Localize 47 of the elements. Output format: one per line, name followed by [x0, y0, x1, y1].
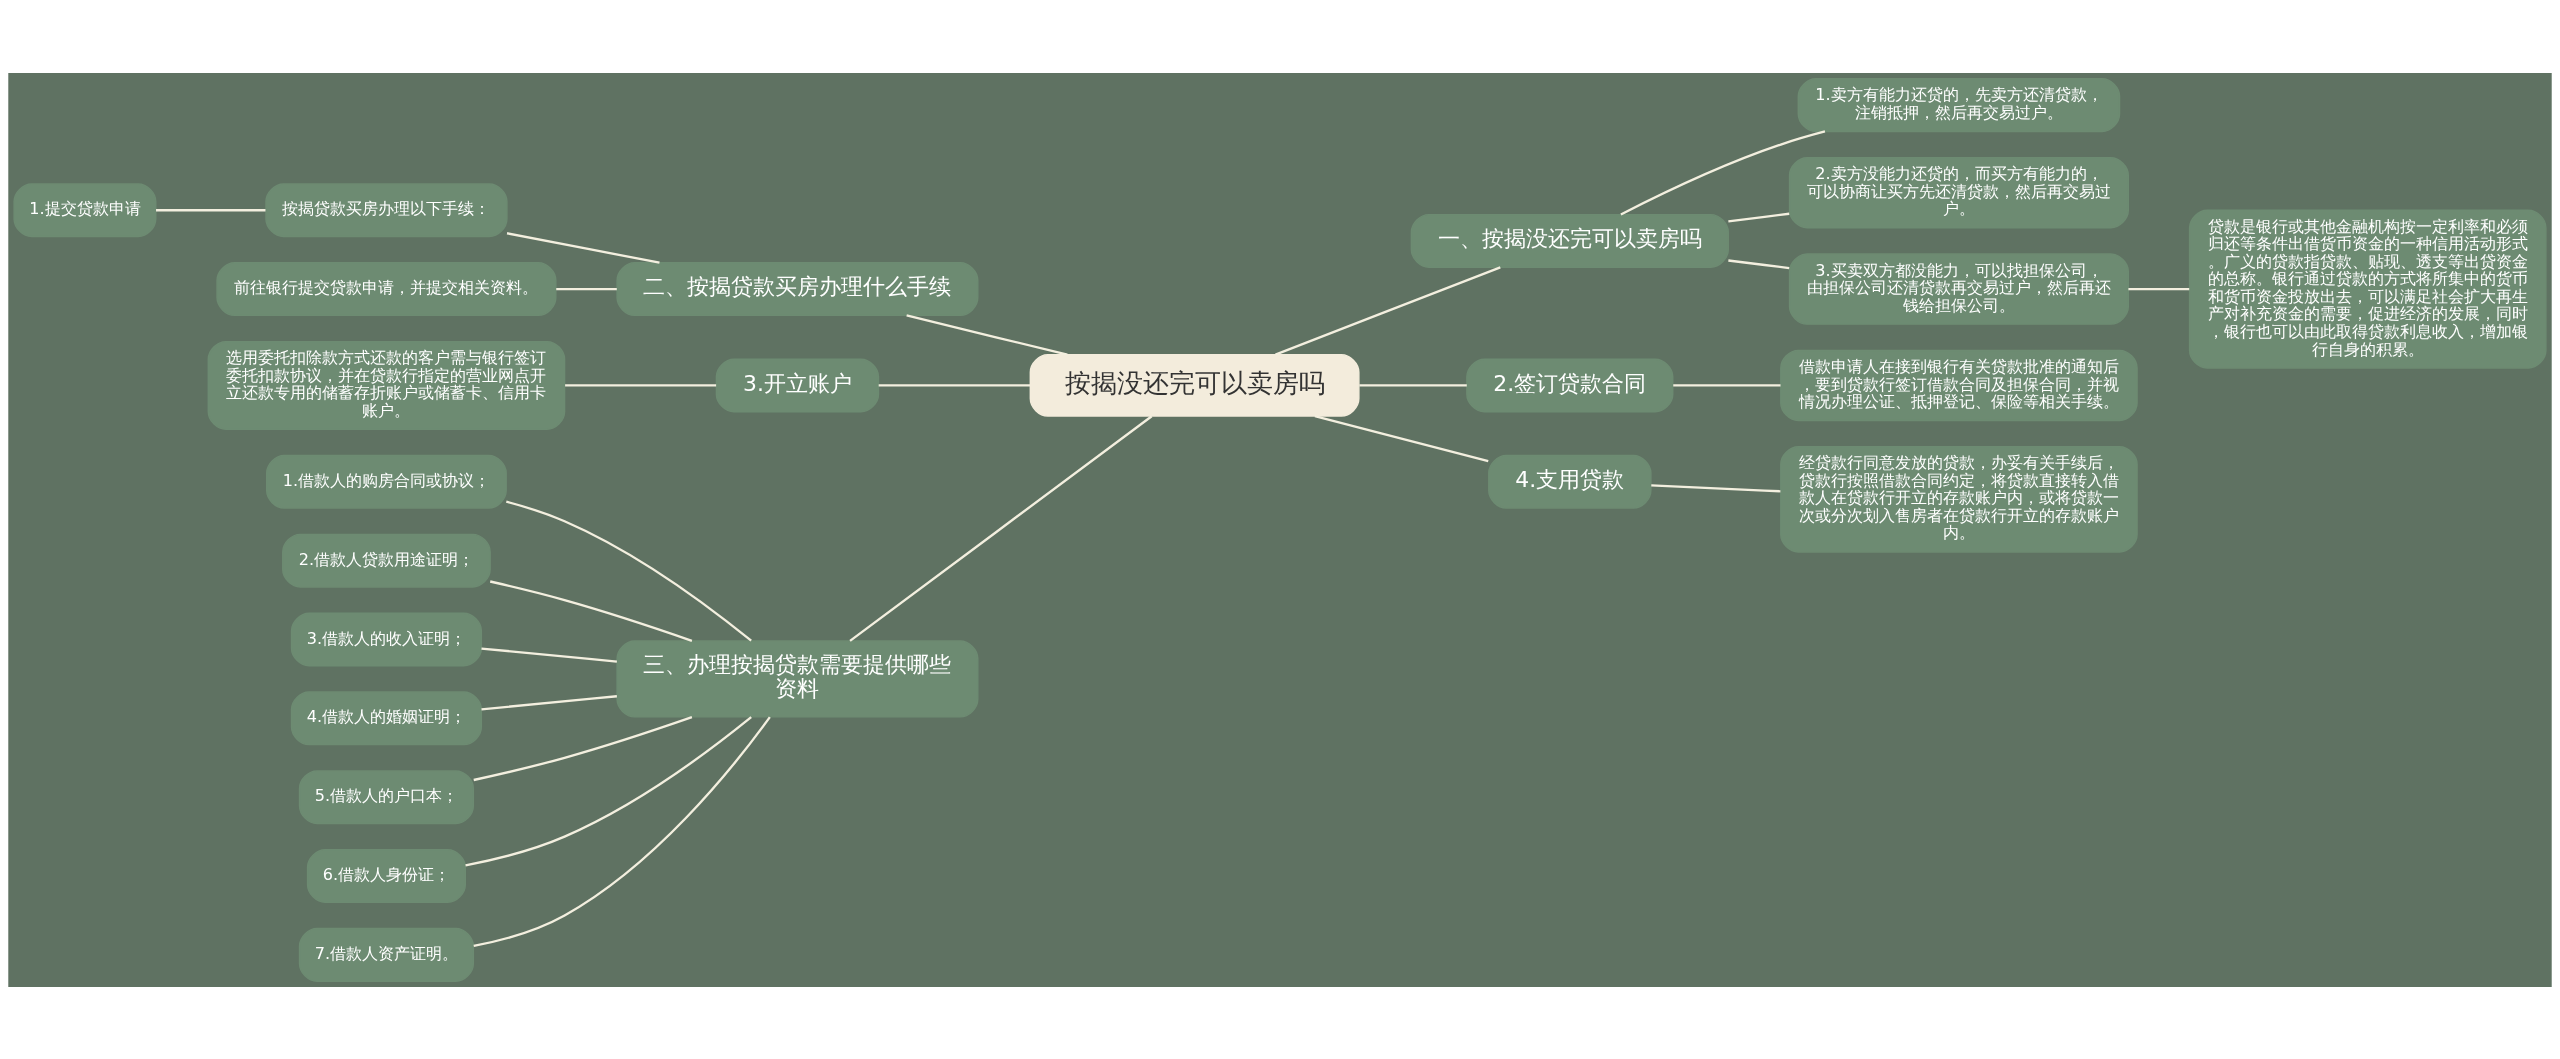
node-box: 6.借款人身份证； [306, 848, 466, 903]
connector [481, 694, 617, 710]
node-box: 4.借款人的婚姻证明； [290, 690, 483, 745]
connector [878, 383, 1030, 387]
connector [506, 500, 752, 642]
node-box: 前往银行提交贷款申请，并提交相关资料。 [216, 261, 557, 316]
node-box: 1.提交贷款申请 [13, 182, 157, 237]
node-box: 2.借款人贷款用途证明； [282, 533, 491, 588]
node-box: 2.签订贷款合同 [1466, 357, 1674, 412]
node-box: 选用委托扣除款方式还款的客户需与银行签订委托扣款协议，并在贷款行指定的营业网点开立还款专用的储蓄存折账户或储蓄卡、信用卡账户。 [207, 340, 566, 430]
node-box: 一、按揭没还完可以卖房吗 [1410, 213, 1729, 268]
connector [1359, 383, 1467, 387]
node-box: 4.支用贷款 [1488, 454, 1652, 509]
node-box: 3.借款人的收入证明； [290, 612, 483, 666]
connector [1728, 258, 1790, 269]
connector [2128, 287, 2190, 290]
connector [506, 231, 660, 264]
connector [1728, 212, 1790, 222]
node-box: 1.借款人的购房合同或协议； [266, 454, 507, 509]
connector [465, 715, 752, 866]
node-box: 贷款是银行或其他金融机构按一定利率和必须归还等条件出借货币资金的一种信用活动形式。广义的贷款指贷款、贴现、透支等出贷资金的总称。银行通过贷款的方式将所集中的货币和货币资金投放出去，可以满足社会扩大再生产对补充资金的需要，促进经济的发展，同时，银行也可以由此取得贷款利息收入，增加银行自身的积累。 [2188, 209, 2547, 369]
node-box: 三、办理按揭贷款需要提供哪些资料 [616, 639, 979, 718]
connector [906, 313, 1068, 356]
connector [156, 208, 266, 211]
connector [556, 287, 617, 290]
node-box: 借款申请人在接到银行有关贷款批准的通知后，要到贷款行签订借款合同及担保合同，并视情况办理公证、抵押登记、保险等相关手续。 [1780, 349, 2138, 421]
node-box: 二、按揭贷款买房办理什么手续 [616, 261, 979, 316]
connector [1314, 414, 1489, 462]
connector [1673, 383, 1781, 387]
node-box: 按揭没还完可以卖房吗 [1029, 353, 1360, 417]
node-box: 2.卖方没能力还贷的，而买方有能力的，可以协商让买方先还清贷款，然后再交易过户。 [1788, 156, 2130, 228]
connector [481, 646, 617, 663]
connector [849, 414, 1153, 642]
node-box: 按揭贷款买房办理以下手续： [265, 182, 508, 237]
node-box: 7.借款人资产证明。 [298, 927, 475, 982]
connector [489, 579, 693, 642]
node-box: 经贷款行同意发放的贷款，办妥有关手续后，贷款行按照借款合同约定，将贷款直接转入借款人在贷款行开立的存款账户内，或将贷款一次或分次划入售房者在贷款行开立的存款账户内。 [1780, 445, 2138, 553]
connector [565, 383, 717, 387]
connector [1275, 265, 1501, 356]
connector [473, 715, 771, 947]
connector [1651, 483, 1781, 492]
connector [1620, 129, 1826, 215]
node-box: 3.买卖双方都没能力，可以找担保公司，由担保公司还清贷款再交易过户，然后再还钱给担保公司。 [1788, 252, 2130, 325]
node-box: 5.借款人的户口本； [298, 769, 475, 824]
node-box: 3.开立账户 [715, 357, 880, 412]
connector [473, 715, 693, 781]
node-box: 1.卖方有能力还贷的，先卖方还清贷款，注销抵押，然后再交易过户。 [1797, 77, 2121, 132]
